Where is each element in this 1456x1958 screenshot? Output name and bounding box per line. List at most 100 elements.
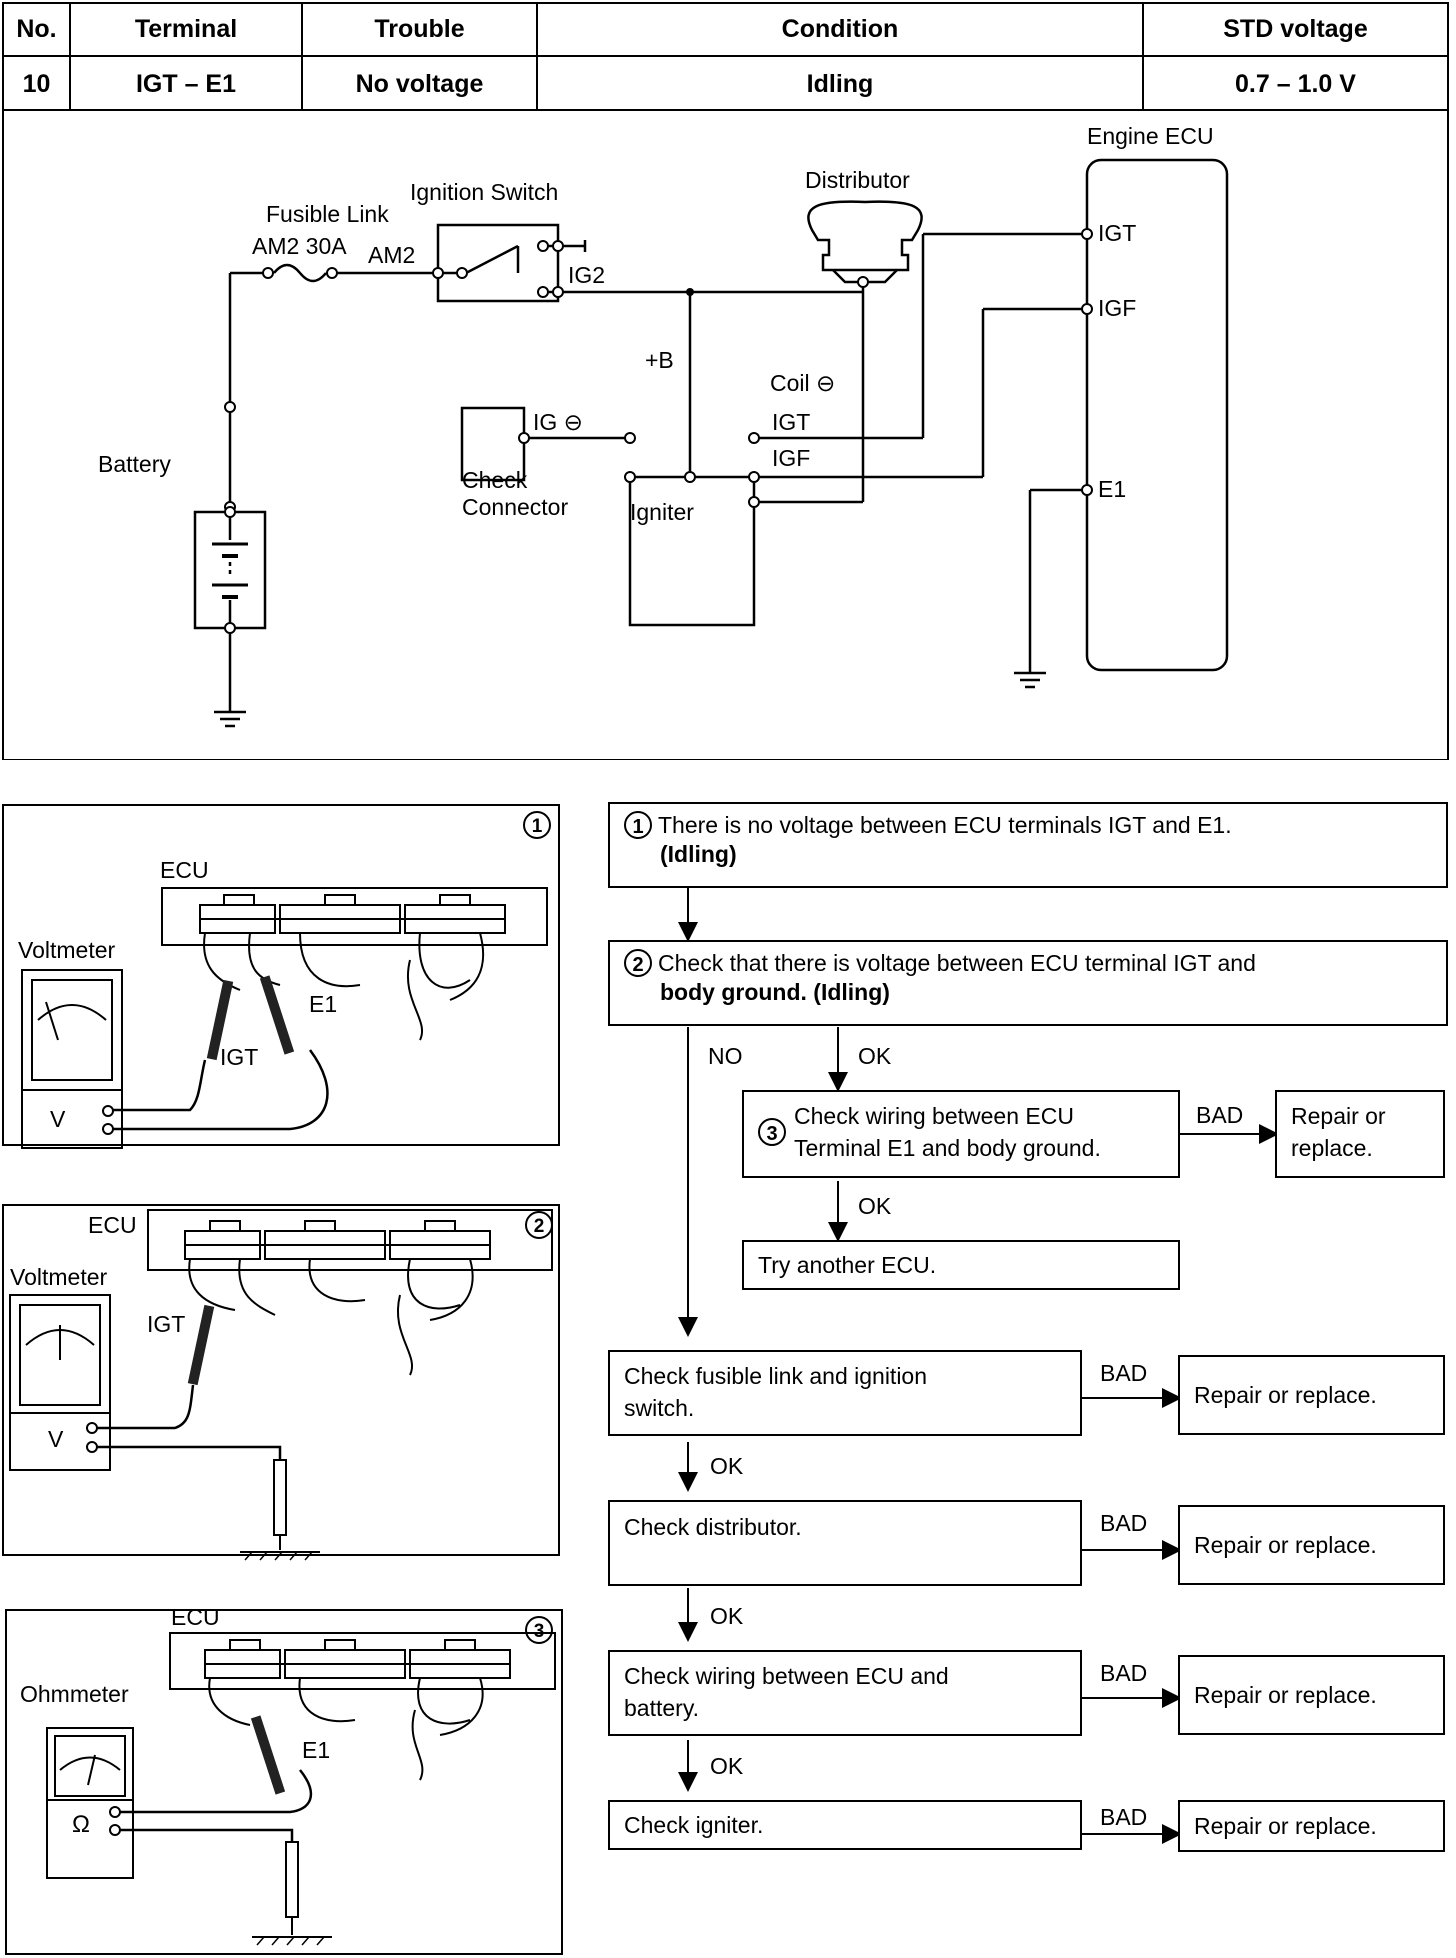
flow-repair-2: Repair or replace.: [1178, 1355, 1445, 1435]
repair-1-line2: replace.: [1291, 1135, 1373, 1161]
label-ecu-igf: IGF: [1098, 295, 1136, 321]
label-ignition-switch: Ignition Switch: [410, 179, 558, 205]
igniter-text: Check igniter.: [624, 1812, 764, 1838]
cell-no: 10: [22, 69, 51, 98]
header-condition: Condition: [781, 15, 899, 43]
flow-wiring: Check wiring between ECU and battery.: [608, 1650, 1082, 1736]
distributor-text: Check distributor.: [624, 1514, 802, 1540]
panel-1-ecu-label: ECU: [160, 857, 209, 883]
step-2-line2: body ground. (Idling): [660, 979, 890, 1005]
wiring-line1: Check wiring between ECU and: [624, 1663, 949, 1689]
try-ecu-text: Try another ECU.: [758, 1252, 937, 1278]
header-no: No.: [16, 15, 57, 43]
flow-step-3: 3 Check wiring between ECU Terminal E1 a…: [742, 1090, 1180, 1178]
panel-1-illustration: 1 ECU V Voltmeter IGT E1: [2, 804, 560, 1149]
flow-step-1: 1 There is no voltage between ECU termin…: [608, 802, 1448, 888]
step-3-line2: Terminal E1 and body ground.: [794, 1135, 1101, 1161]
label-am2-30a: AM2 30A: [252, 233, 347, 259]
label-battery: Battery: [98, 451, 171, 477]
panel-2-voltmeter-label: Voltmeter: [10, 1264, 107, 1290]
panel-1-e1-label: E1: [309, 991, 337, 1017]
label-bad-2: BAD: [1100, 1360, 1148, 1386]
panel-2-number: 2: [534, 1216, 545, 1237]
panel-3-e1-label: E1: [302, 1737, 330, 1763]
panel-3-ohmmeter-label: Ohmmeter: [20, 1681, 129, 1707]
label-igniter: Igniter: [630, 499, 694, 525]
label-ok-2: OK: [858, 1193, 892, 1219]
label-ok-3: OK: [710, 1453, 744, 1479]
flowchart-connectors: [678, 887, 1279, 1844]
panel-2-igt-label: IGT: [147, 1311, 185, 1337]
label-fusible-link: Fusible Link: [266, 201, 389, 227]
flow-distributor: Check distributor.: [608, 1500, 1082, 1586]
step-1-number: 1: [624, 811, 652, 839]
cell-trouble: No voltage: [355, 69, 484, 98]
step-3-line1: Check wiring between ECU: [794, 1103, 1074, 1129]
step-1-line2: (Idling): [660, 841, 737, 867]
label-ig2: IG2: [568, 262, 605, 288]
flow-repair-1: Repair or replace.: [1275, 1090, 1445, 1178]
panel-1-igt-label: IGT: [220, 1044, 258, 1070]
cell-terminal: IGT – E1: [135, 69, 237, 98]
distributor-shape: [807, 200, 923, 272]
flow-repair-4: Repair or replace.: [1178, 1655, 1445, 1735]
repair-4-text: Repair or replace.: [1194, 1682, 1377, 1708]
panel-2-ecu-label: ECU: [88, 1212, 137, 1238]
label-bad-5: BAD: [1100, 1804, 1148, 1830]
engine-ecu-box: [1085, 158, 1229, 672]
label-am2: AM2: [368, 242, 415, 268]
step-2-number: 2: [624, 949, 652, 977]
fusible-line1: Check fusible link and ignition: [624, 1363, 928, 1389]
table-and-circuit-frame: [2, 2, 1449, 760]
panel-1-ecu-body: [161, 887, 548, 946]
flow-fusible: Check fusible link and ignition switch.: [608, 1350, 1082, 1436]
circuit-diagram: Fusible Link AM2 30A Ignition Switch AM2…: [98, 123, 1229, 728]
flow-repair-3: Repair or replace.: [1178, 1505, 1445, 1585]
label-ecu-igt: IGT: [1098, 220, 1136, 246]
label-connector: Connector: [462, 494, 568, 520]
label-igniter-igf: IGF: [772, 445, 810, 471]
panel-3-ecu-body: [169, 1632, 556, 1690]
panel-2-illustration: 2 ECU V Voltmeter IGT: [2, 1204, 560, 1561]
header-trouble: Trouble: [374, 15, 465, 43]
label-ecu-e1: E1: [1098, 476, 1126, 502]
panel-1-meter-symbol: V: [50, 1106, 66, 1132]
wiring-line2: battery.: [624, 1695, 699, 1721]
flow-try-ecu: Try another ECU.: [742, 1240, 1180, 1290]
label-no: NO: [708, 1043, 743, 1069]
panel-2-meter-symbol: V: [48, 1426, 64, 1452]
header-std-voltage: STD voltage: [1223, 15, 1368, 43]
flow-repair-5: Repair or replace.: [1178, 1800, 1445, 1852]
panel-3-meter-symbol: Ω: [72, 1811, 90, 1838]
label-bad-3: BAD: [1100, 1510, 1148, 1536]
label-engine-ecu: Engine ECU: [1087, 123, 1214, 149]
label-coil: Coil ⊖: [770, 370, 835, 396]
fusible-line2: switch.: [624, 1395, 695, 1421]
cell-std-voltage: 0.7 – 1.0 V: [1235, 69, 1356, 98]
label-check: Check: [462, 467, 528, 493]
label-ok-1: OK: [858, 1043, 892, 1069]
header-terminal: Terminal: [134, 15, 238, 43]
label-bad-1: BAD: [1196, 1102, 1244, 1128]
label-plus-b: +B: [645, 347, 674, 373]
cell-condition: Idling: [806, 69, 874, 98]
panel-1-voltmeter-label: Voltmeter: [18, 937, 115, 963]
ignition-switch-box: [436, 223, 560, 303]
label-igniter-igt: IGT: [772, 409, 810, 435]
label-distributor: Distributor: [805, 167, 910, 193]
label-ok-4: OK: [710, 1603, 744, 1629]
flow-step-2: 2 Check that there is voltage between EC…: [608, 940, 1448, 1026]
step-1-line1: There is no voltage between ECU terminal…: [658, 812, 1232, 838]
panel-3-illustration: 3 ECU Ω Ohmmeter E1: [5, 1604, 563, 1955]
panel-3-ecu-label: ECU: [171, 1604, 220, 1630]
flow-igniter: Check igniter.: [608, 1800, 1082, 1850]
repair-1-line1: Repair or: [1291, 1103, 1386, 1129]
repair-3-text: Repair or replace.: [1194, 1532, 1377, 1558]
repair-2-text: Repair or replace.: [1194, 1382, 1377, 1408]
step-3-number: 3: [758, 1118, 786, 1146]
label-ok-5: OK: [710, 1753, 744, 1779]
panel-2-ecu-body: [147, 1209, 553, 1271]
step-2-line1: Check that there is voltage between ECU …: [658, 950, 1256, 976]
panel-3-number: 3: [534, 1621, 545, 1642]
panel-1-number: 1: [532, 816, 543, 837]
